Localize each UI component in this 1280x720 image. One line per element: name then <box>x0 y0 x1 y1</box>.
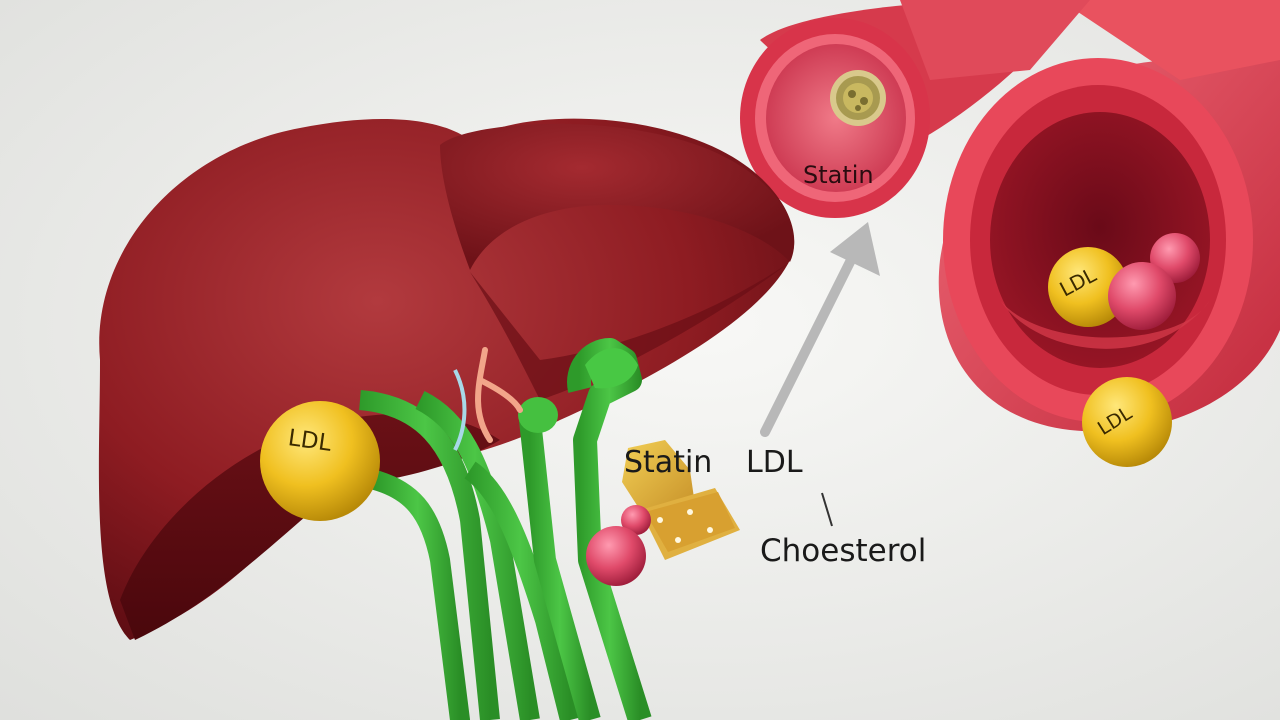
label-connector <box>821 492 833 527</box>
large-blood-vessel <box>938 0 1280 432</box>
hepatic-vessels <box>453 347 523 451</box>
statin-particle <box>830 70 886 126</box>
cholesterol-particle-main <box>586 505 651 586</box>
cholesterol-particle-vessel <box>1108 233 1200 330</box>
ldl-particle-vessel <box>1048 247 1128 327</box>
statin-block <box>622 440 740 560</box>
ldl-label: LDL <box>746 445 803 480</box>
statin-label: Statin <box>624 445 713 480</box>
statin-vessel-label: Statin <box>803 161 874 189</box>
ldl-particle-bottom <box>1082 377 1172 467</box>
cholesterol-label: Choesterol <box>760 533 927 569</box>
arrow-icon <box>760 222 880 437</box>
bile-ducts <box>358 338 652 720</box>
liver <box>98 118 795 641</box>
ldl-particle-liver <box>260 401 380 521</box>
